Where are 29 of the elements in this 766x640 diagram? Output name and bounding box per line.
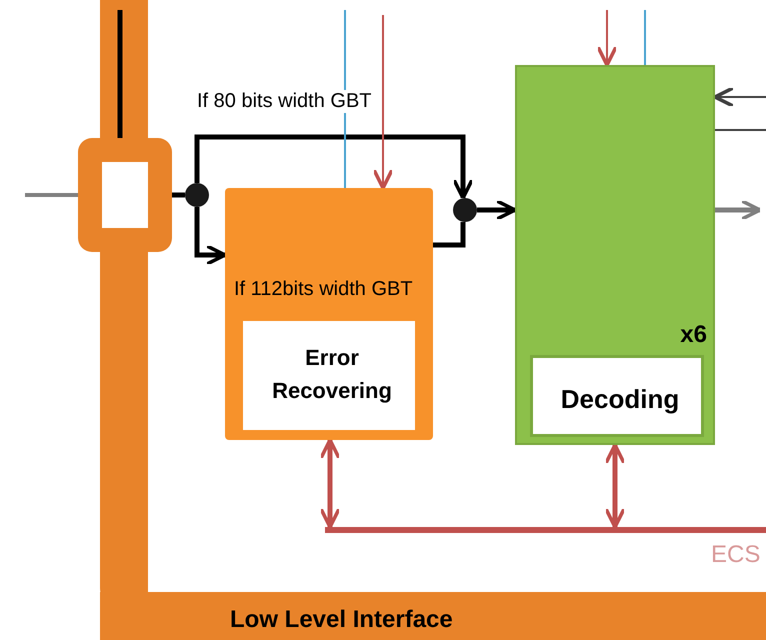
edge-label: If 112bits width GBT	[234, 278, 413, 301]
arrow	[372, 15, 394, 190]
arrow	[319, 438, 341, 529]
arrow	[604, 443, 626, 529]
box-title: Low Level Interface	[230, 605, 454, 635]
box-title: Error Recovering	[271, 344, 393, 405]
multiplicity-label: x6	[679, 320, 707, 350]
connector-line	[172, 192, 185, 198]
connector-line	[644, 10, 646, 65]
arrow	[194, 134, 474, 200]
connector-line	[344, 10, 346, 188]
connector-line	[118, 10, 122, 138]
function-box	[530, 355, 704, 437]
box-title: Decoding	[560, 383, 680, 416]
module-box	[515, 65, 715, 445]
connector-line	[433, 222, 466, 248]
connector-line	[25, 193, 78, 197]
interface-band	[100, 592, 766, 640]
arrow	[477, 199, 517, 221]
function-box	[240, 318, 418, 433]
module-box	[225, 188, 433, 440]
arrow	[194, 207, 227, 266]
junction-dot	[453, 198, 477, 222]
junction-dot	[185, 183, 209, 207]
bus-label: ECS	[711, 541, 760, 569]
arrow	[596, 10, 618, 67]
arrow	[715, 199, 762, 221]
arrow	[713, 86, 766, 108]
connector-line	[715, 129, 766, 131]
